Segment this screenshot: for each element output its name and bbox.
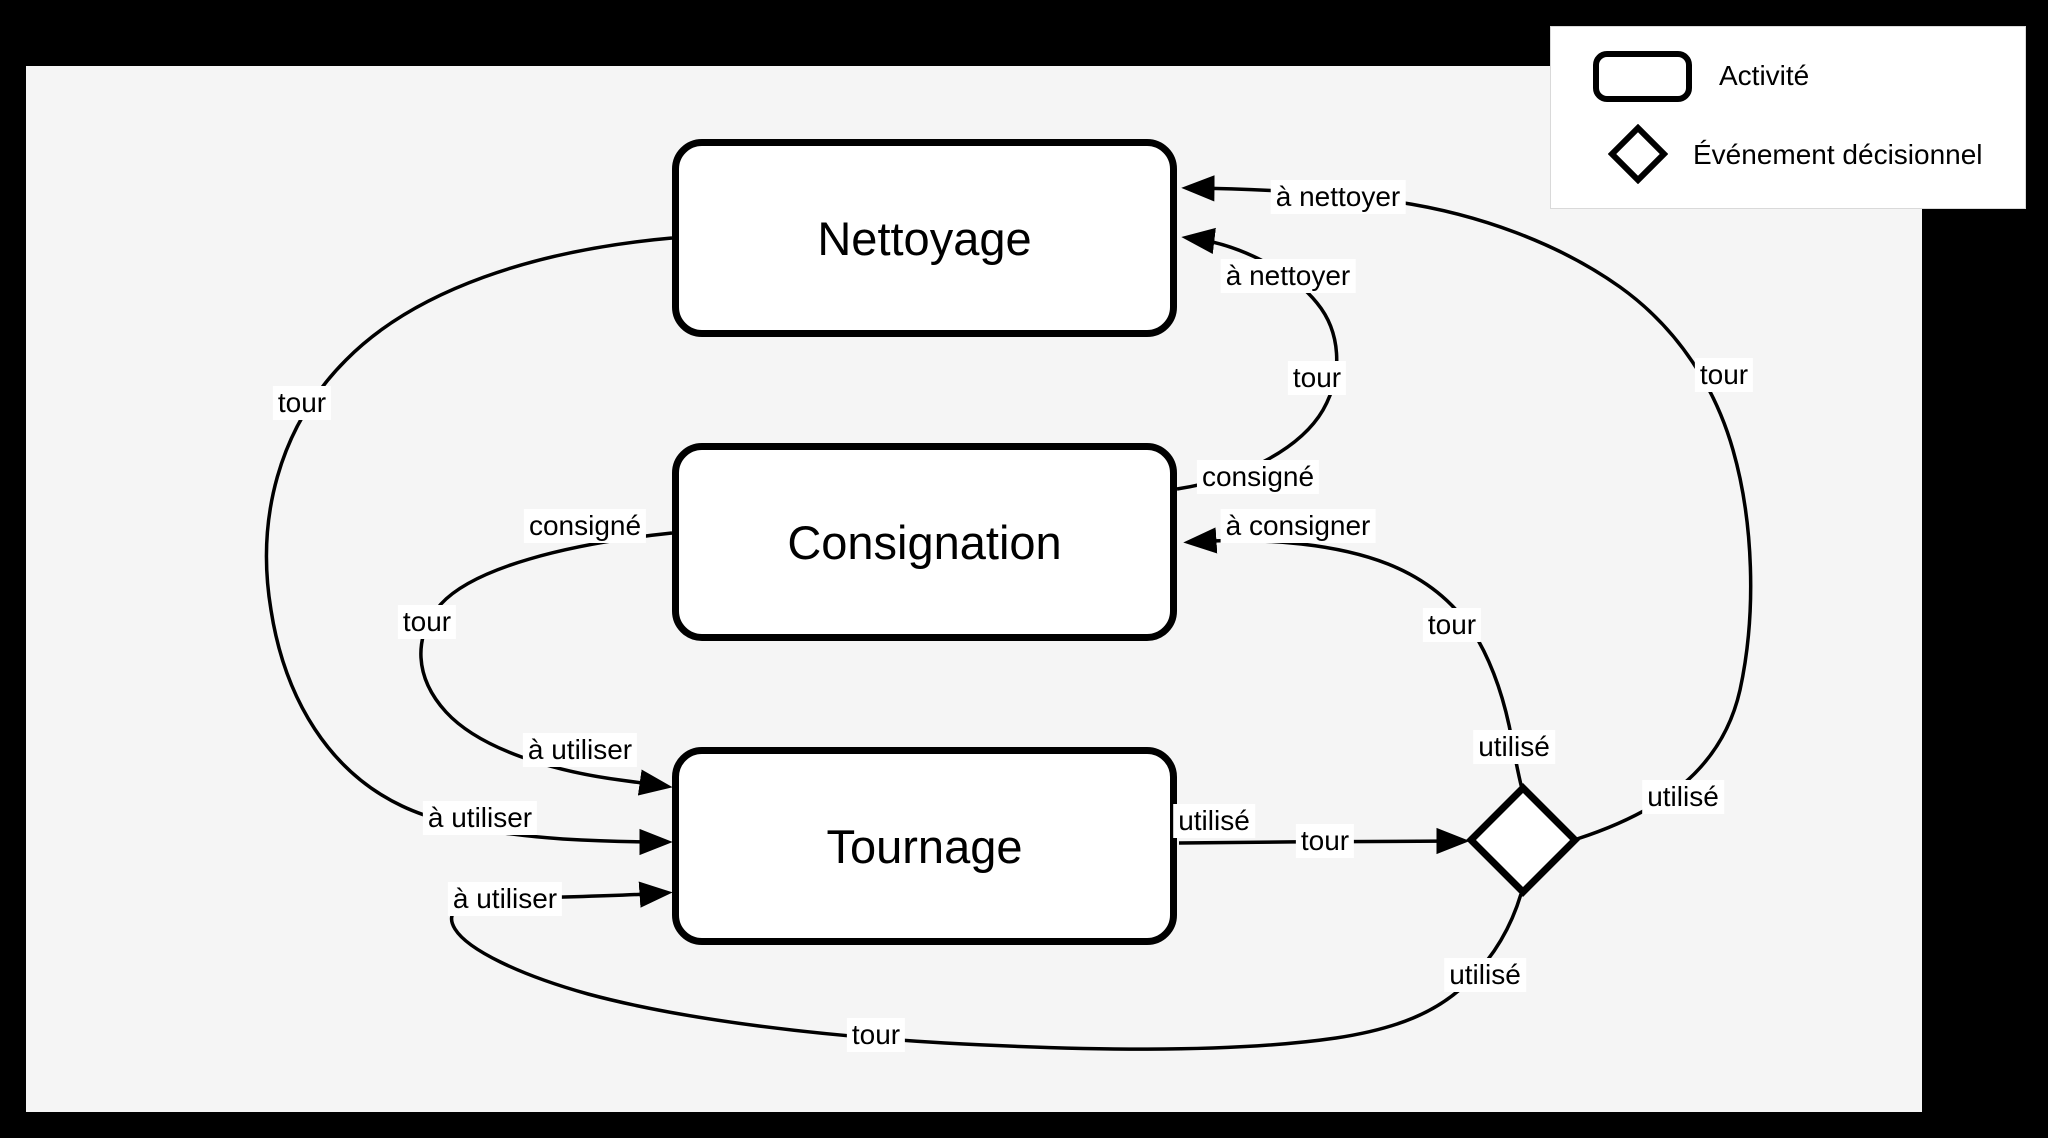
edge-nettoyage-to-tournage[interactable] bbox=[264, 236, 673, 856]
edge-label-a-utiliser[interactable]: à utiliser bbox=[422, 801, 538, 835]
edge-label-tour[interactable]: tour bbox=[397, 605, 457, 639]
edge-label-a-consigner[interactable]: à consigner bbox=[1220, 509, 1376, 543]
activity-node-tournage[interactable]: Tournage bbox=[672, 747, 1177, 945]
edge-label-tour[interactable]: tour bbox=[1694, 358, 1754, 392]
decision-diamond-node[interactable] bbox=[1466, 783, 1580, 897]
edge-label-a-nettoyer[interactable]: à nettoyer bbox=[1270, 180, 1406, 214]
edge-label-utilise[interactable]: utilisé bbox=[1444, 958, 1526, 992]
activity-shape-icon bbox=[1593, 51, 1692, 102]
edge-label-a-utiliser[interactable]: à utiliser bbox=[447, 882, 563, 916]
edge-label-utilise[interactable]: utilisé bbox=[1473, 730, 1555, 764]
legend: Activité Événement décisionnel bbox=[1550, 26, 2026, 209]
edge-label-utilise[interactable]: utilisé bbox=[1173, 804, 1255, 838]
legend-activity-label: Activité bbox=[1719, 60, 1810, 91]
edge-label-a-utiliser[interactable]: à utiliser bbox=[522, 733, 638, 767]
activity-node-label: Nettoyage bbox=[817, 211, 1032, 265]
edge-label-utilise[interactable]: utilisé bbox=[1642, 780, 1724, 814]
edge-label-tour[interactable]: tour bbox=[1295, 824, 1355, 858]
activity-node-consignation[interactable]: Consignation bbox=[672, 443, 1177, 641]
legend-decision-label: Événement décisionnel bbox=[1693, 139, 1983, 170]
edge-consignation-to-tournage[interactable] bbox=[419, 531, 673, 796]
activity-node-nettoyage[interactable]: Nettoyage bbox=[672, 139, 1177, 337]
decision-shape-icon bbox=[1608, 124, 1668, 184]
edge-label-tour[interactable]: tour bbox=[1422, 608, 1482, 642]
activity-node-label: Tournage bbox=[826, 819, 1023, 873]
edge-label-tour[interactable]: tour bbox=[272, 386, 332, 420]
activity-node-label: Consignation bbox=[787, 515, 1062, 569]
edge-label-tour[interactable]: tour bbox=[1287, 361, 1347, 395]
edge-label-tour[interactable]: tour bbox=[846, 1018, 906, 1052]
edge-label-a-nettoyer[interactable]: à nettoyer bbox=[1220, 259, 1356, 293]
edge-label-consigne[interactable]: consigné bbox=[523, 509, 647, 543]
edge-label-consigne[interactable]: consigné bbox=[1196, 460, 1320, 494]
